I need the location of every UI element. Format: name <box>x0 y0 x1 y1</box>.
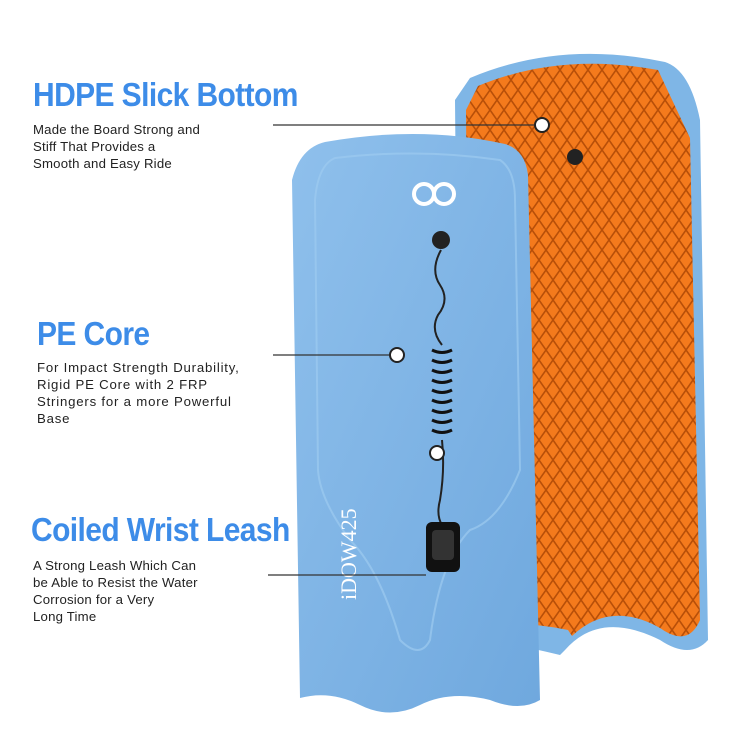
board-top-side: iDOW425 <box>292 133 540 713</box>
callout-marker <box>389 347 405 363</box>
feature-description-pe-core: For Impact Strength Durability, Rigid PE… <box>37 360 240 426</box>
leash-plug-icon <box>432 231 450 249</box>
feature-title-pe-core: PE Core <box>37 315 150 353</box>
leash-cord <box>433 249 446 346</box>
callout-hdpe <box>273 117 550 133</box>
feature-title-hdpe: HDPE Slick Bottom <box>33 76 298 114</box>
callout-pe-core <box>273 347 405 363</box>
feature-description-wrist-leash: A Strong Leash Which Can be Able to Resi… <box>33 558 198 624</box>
feature-title-wrist-leash: Coiled Wrist Leash <box>31 511 290 549</box>
callout-leash-coil <box>429 445 445 461</box>
feature-description-hdpe: Made the Board Strong and Stiff That Pro… <box>33 122 201 171</box>
infinity-loop-logo <box>412 182 456 206</box>
callout-marker <box>534 117 550 133</box>
coiled-leash-icon <box>431 348 453 434</box>
leash-plug-icon <box>567 149 583 165</box>
callout-marker <box>429 445 445 461</box>
board-model-text: iDOW425 <box>336 508 361 600</box>
